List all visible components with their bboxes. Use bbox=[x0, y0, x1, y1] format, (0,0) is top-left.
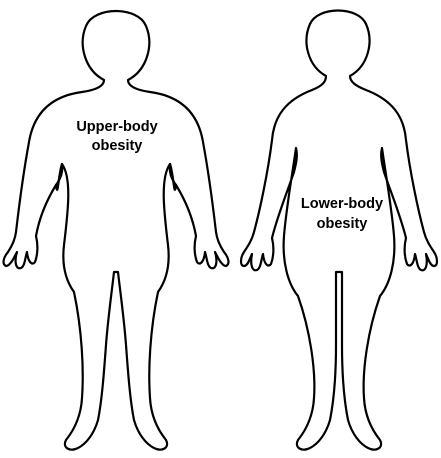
upper-body-figure-outline bbox=[4, 11, 229, 450]
lower-body-figure: Lower-body obesity bbox=[241, 11, 437, 450]
lower-body-label-line1: Lower-body bbox=[301, 196, 383, 212]
upper-body-label-line2: obesity bbox=[92, 138, 143, 154]
lower-body-label-line2: obesity bbox=[317, 216, 368, 232]
upper-body-label-line1: Upper-body bbox=[76, 119, 157, 135]
upper-body-figure: Upper-body obesity bbox=[4, 11, 229, 450]
